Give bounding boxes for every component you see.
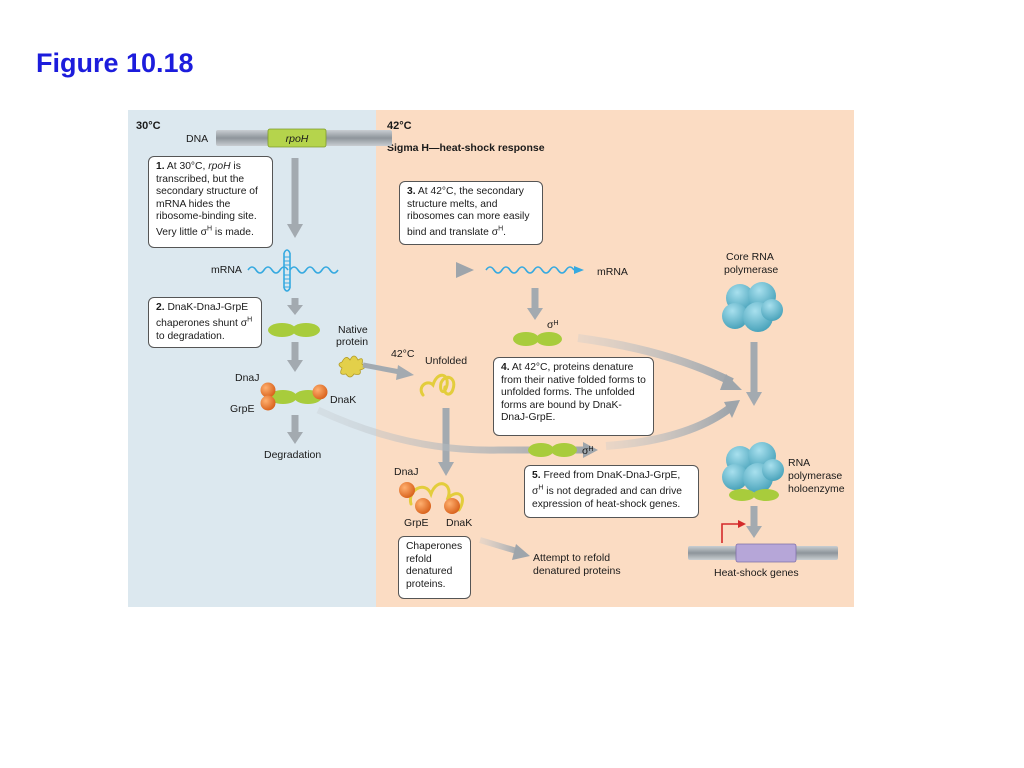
dnak-sphere-right xyxy=(444,498,460,514)
dnak-sphere-left xyxy=(312,384,328,400)
refold-arrow xyxy=(479,537,521,555)
native-protein-glyph xyxy=(338,355,365,378)
holoenzyme-glyph xyxy=(722,442,784,501)
dnak-label-right: DnaK xyxy=(446,517,472,529)
grpe-sphere-right xyxy=(415,498,431,514)
dnaj-label-left: DnaJ xyxy=(235,372,260,384)
sigma-to-holo-arrowhead-top xyxy=(720,374,742,390)
heat-shock-gene xyxy=(735,543,797,563)
degradation-arrowhead xyxy=(287,432,303,444)
step1-num: 1. xyxy=(156,161,165,172)
unfolded-protein-glyph xyxy=(419,373,456,397)
dnaj-sphere-right xyxy=(399,482,415,498)
rpoh-gene xyxy=(267,128,327,148)
step3-text: At 42°C, the secondary structure melts, … xyxy=(407,186,530,239)
step1-text: At 30°C, rpoH is transcribed, but the se… xyxy=(156,161,258,239)
heat-shock-genes-label: Heat-shock genes xyxy=(714,567,799,579)
temp-42: 42°C xyxy=(387,120,412,132)
mrna-wave-left-a xyxy=(247,266,289,274)
step3-callout: 3. At 42°C, the secondary structure melt… xyxy=(399,181,543,245)
dnaj-sphere-left xyxy=(260,382,276,398)
refold-arrowhead xyxy=(512,544,530,560)
sigma-label-top: σH xyxy=(547,319,559,331)
step5-text: Freed from DnaK-DnaJ-GrpE, σH is not deg… xyxy=(532,470,682,510)
transcribe-arrowhead xyxy=(287,224,303,238)
mrna-label-right: mRNA xyxy=(597,266,628,278)
shunt-arrowhead xyxy=(287,360,303,372)
dnaj-label-right: DnaJ xyxy=(394,466,419,478)
dnak-label-left: DnaK xyxy=(330,394,356,406)
released-sigma-arrow xyxy=(316,406,586,454)
chaperone-complex-right xyxy=(399,482,464,514)
promoter-arrow xyxy=(721,523,740,543)
step3-num: 3. xyxy=(407,186,416,197)
denature-arrow xyxy=(362,362,401,375)
rpoh-label: rpoH xyxy=(286,133,309,145)
degradation-label: Degradation xyxy=(264,449,321,461)
translate-arrowhead-right xyxy=(527,308,543,320)
promoter-arrowhead xyxy=(738,520,746,528)
released-sigma-arrowhead xyxy=(583,442,598,458)
temp-42-unfold: 42°C xyxy=(391,348,415,360)
step5-num: 5. xyxy=(532,470,541,481)
mrna-transfer-arrowhead xyxy=(456,262,474,278)
mrna-label-left: mRNA xyxy=(211,264,242,276)
figure-title: Figure 10.18 xyxy=(36,48,194,78)
dna-label: DNA xyxy=(186,133,208,145)
step2-text: DnaK-DnaJ-GrpE chaperones shunt σH to de… xyxy=(156,302,253,342)
sigma-to-holo-arrow-top xyxy=(577,334,734,386)
heat-shock-diagram: 30°C 42°C Sigma H—heat-shock response DN… xyxy=(128,110,854,607)
grpe-sphere-left xyxy=(260,395,276,411)
step4-callout: 4. At 42°C, proteins denature from their… xyxy=(493,357,654,436)
temp-30: 30°C xyxy=(136,120,161,132)
chaperones-callout: Chaperones refold denatured proteins. xyxy=(398,536,471,599)
step2-num: 2. xyxy=(156,302,165,313)
mrna-right-head xyxy=(574,266,584,274)
sigma-h-right-bottom xyxy=(528,443,577,457)
holo-to-genes-arrowhead xyxy=(746,526,762,538)
denature-arrowhead xyxy=(396,365,414,380)
grpe-label-left: GrpE xyxy=(230,403,255,415)
sigma-h-right-top xyxy=(513,332,562,346)
step2-callout: 2. DnaK-DnaJ-GrpE chaperones shunt σH to… xyxy=(148,297,262,348)
step4-text: At 42°C, proteins denature from their na… xyxy=(501,362,646,424)
sigma-label-bottom: σH xyxy=(582,445,594,457)
grpe-label-right: GrpE xyxy=(404,517,429,529)
hairpin-rungs xyxy=(284,256,290,288)
step4-num: 4. xyxy=(501,362,510,373)
bind-arrowhead xyxy=(438,462,454,476)
translate-arrowhead-left xyxy=(287,305,303,315)
sigma-h-left xyxy=(268,323,320,337)
chaperone-complex-left xyxy=(260,382,328,411)
panel-heading: Sigma H—heat-shock response xyxy=(387,142,545,154)
mrna-wave-left-b xyxy=(289,266,339,274)
unfolded-label: Unfolded xyxy=(425,355,467,367)
step5-callout: 5. Freed from DnaK-DnaJ-GrpE, σH is not … xyxy=(524,465,699,518)
hairpin-top xyxy=(283,249,291,254)
sigma-to-holo-arrowhead-bottom xyxy=(724,400,740,418)
hairpin-loop xyxy=(283,287,291,292)
core-polymerase-glyph xyxy=(722,282,783,332)
core-to-holo-arrowhead xyxy=(746,392,762,406)
step1-callout: 1. At 30°C, rpoH is transcribed, but the… xyxy=(148,156,273,248)
mrna-wave-right xyxy=(485,266,575,274)
sigma-to-holo-arrow-bottom xyxy=(605,404,733,450)
